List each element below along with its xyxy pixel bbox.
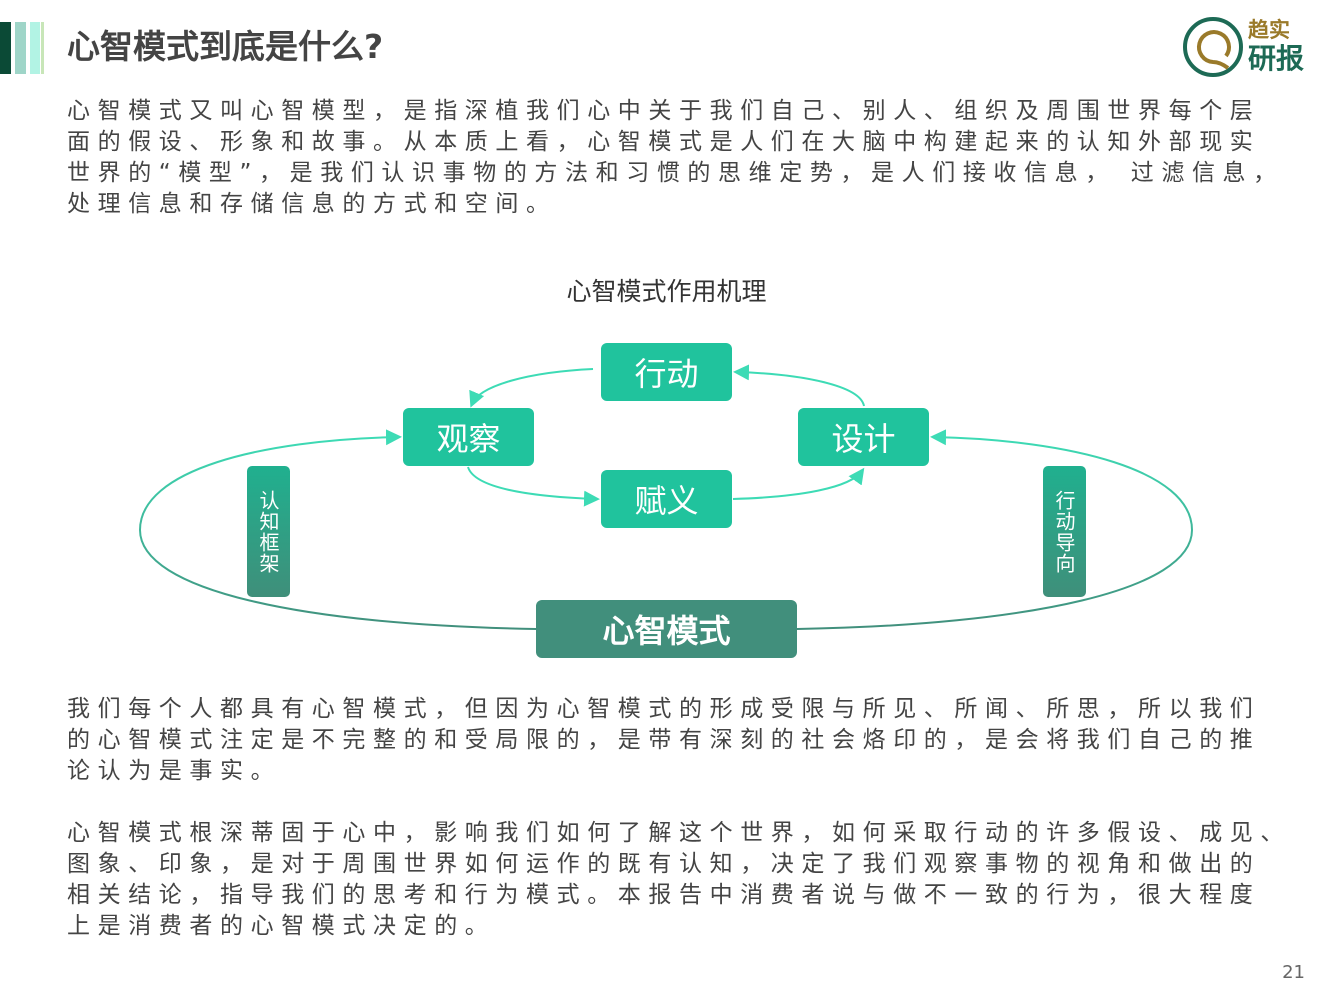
- diagram-title: 心智模式作用机理: [566, 277, 767, 306]
- text-line: 世界的“模型”，是我们认识事物的方法和习惯的思维定势，是人们接收信息， 过滤信息…: [67, 160, 1284, 186]
- node-design: 设计: [798, 408, 929, 466]
- header-accent-bar: [30, 22, 40, 74]
- text-line: 我们每个人都具有心智模式，但因为心智模式的形成受限与所见、所闻、所思，所以我们: [67, 696, 1261, 722]
- text-line: 处理信息和存储信息的方式和空间。: [67, 191, 557, 217]
- logo-text-bottom: 研报: [1248, 42, 1305, 75]
- logo-text-top: 趋实: [1248, 18, 1290, 42]
- paragraph-3: 心智模式根深蒂固于心中，影响我们如何了解这个世界，如何采取行动的许多假设、成见、…: [67, 818, 1291, 942]
- arrow-meaning-to-design: [732, 467, 865, 500]
- page-title: 心智模式到底是什么?: [67, 27, 384, 66]
- node-meaning: 赋义: [601, 470, 732, 528]
- brand-logo: 趋实 研报: [1182, 16, 1312, 78]
- node-action: 行动: [601, 343, 732, 401]
- node-observe: 观察: [403, 408, 534, 466]
- text-line: 上是消费者的心智模式决定的。: [67, 913, 496, 939]
- text-line: 心智模式根深蒂固于心中，影响我们如何了解这个世界，如何采取行动的许多假设、成见、: [67, 820, 1291, 846]
- text-line: 面的假设、形象和故事。从本质上看，心智模式是人们在大脑中构建起来的认知外部现实: [67, 129, 1261, 155]
- header-accent-bar: [15, 22, 26, 74]
- ellipse-loop: [138, 429, 537, 630]
- text-line: 的心智模式注定是不完整的和受局限的，是带有深刻的社会烙印的，是会将我们自己的推: [67, 727, 1261, 753]
- arrow-design-to-action: [733, 364, 865, 407]
- text-line: 相关结论，指导我们的思考和行为模式。本报告中消费者说与做不一致的行为，很大程度: [67, 882, 1261, 908]
- arrow-action-to-observe: [469, 368, 594, 408]
- logo-q-icon: [1183, 17, 1243, 77]
- intro-paragraph: 心智模式又叫心智模型，是指深植我们心中关于我们自己、别人、组织及周围世界每个层 …: [67, 96, 1284, 220]
- ellipse-loop: [796, 429, 1194, 630]
- text-line: 心智模式又叫心智模型，是指深植我们心中关于我们自己、别人、组织及周围世界每个层: [67, 98, 1261, 124]
- text-line: 图象、印象，是对于周围世界如何运作的既有认知，决定了我们观察事物的视角和做出的: [67, 851, 1261, 877]
- label-cognitive-framework: 认知框架: [247, 466, 290, 597]
- label-action-oriented: 行动导向: [1043, 466, 1086, 597]
- header-accent-bar: [0, 22, 11, 74]
- node-mental-model: 心智模式: [536, 600, 797, 658]
- arrow-observe-to-meaning: [467, 466, 600, 507]
- paragraph-2: 我们每个人都具有心智模式，但因为心智模式的形成受限与所见、所闻、所思，所以我们 …: [67, 694, 1260, 787]
- text-line: 论认为是事实。: [67, 758, 282, 784]
- header-accent-bar: [41, 22, 44, 74]
- page-number: 21: [1282, 962, 1305, 983]
